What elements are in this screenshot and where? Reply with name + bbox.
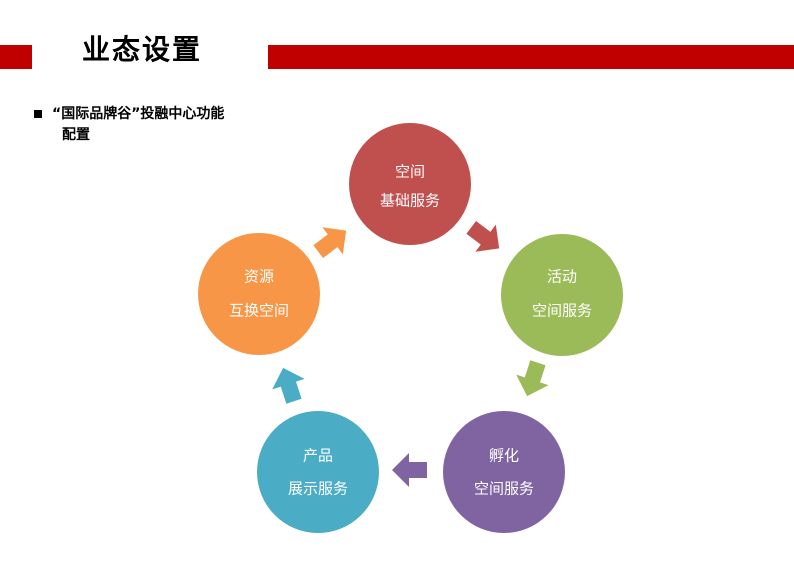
- node-incubation: 孵化 空间服务: [443, 411, 565, 533]
- node-resource: 资源 互换空间: [198, 233, 320, 355]
- node-product-circle: [257, 411, 379, 533]
- node-incubation-line1: 孵化: [489, 447, 519, 465]
- node-resource-line1: 资源: [244, 268, 274, 286]
- node-activity-circle: [501, 234, 623, 356]
- arrow-product-to-resource: [272, 367, 305, 404]
- node-product-line1: 产品: [303, 447, 333, 465]
- node-incubation-circle: [443, 411, 565, 533]
- node-product-line2: 展示服务: [288, 480, 348, 498]
- arrow-incubation-to-product-shape: [392, 453, 427, 487]
- node-resource-circle: [198, 233, 320, 355]
- node-activity: 活动 空间服务: [501, 234, 623, 356]
- node-space: 空间 基础服务: [349, 123, 471, 245]
- bullet-text-line1: “国际品牌谷”投融中心功能: [52, 106, 225, 122]
- node-activity-line2: 空间服务: [532, 302, 592, 320]
- node-activity-line1: 活动: [547, 268, 577, 286]
- arrow-activity-to-incubation: [516, 360, 549, 397]
- node-resource-line2: 互换空间: [229, 302, 289, 320]
- node-incubation-line2: 空间服务: [474, 480, 534, 498]
- node-space-line2: 基础服务: [380, 192, 440, 210]
- arrow-space-to-activity: [466, 220, 500, 252]
- node-product: 产品 展示服务: [257, 411, 379, 533]
- header-bar-left: [0, 45, 32, 69]
- bullet-square-icon: [34, 110, 42, 118]
- arrow-activity-to-incubation-shape: [516, 360, 549, 397]
- arrow-incubation-to-product: [392, 453, 427, 487]
- bullet-text: “国际品牌谷”投融中心功能 配置: [52, 104, 262, 146]
- arrow-resource-to-space: [313, 227, 347, 259]
- bullet-text-line2: 配置: [62, 127, 90, 143]
- arrow-product-to-resource-shape: [272, 367, 305, 404]
- node-space-circle: [349, 123, 471, 245]
- arrow-resource-to-space-shape: [313, 227, 347, 259]
- node-space-line1: 空间: [395, 163, 425, 181]
- arrow-space-to-activity-shape: [466, 220, 500, 252]
- header-bar-right: [268, 45, 794, 69]
- page-title: 业态设置: [82, 33, 203, 66]
